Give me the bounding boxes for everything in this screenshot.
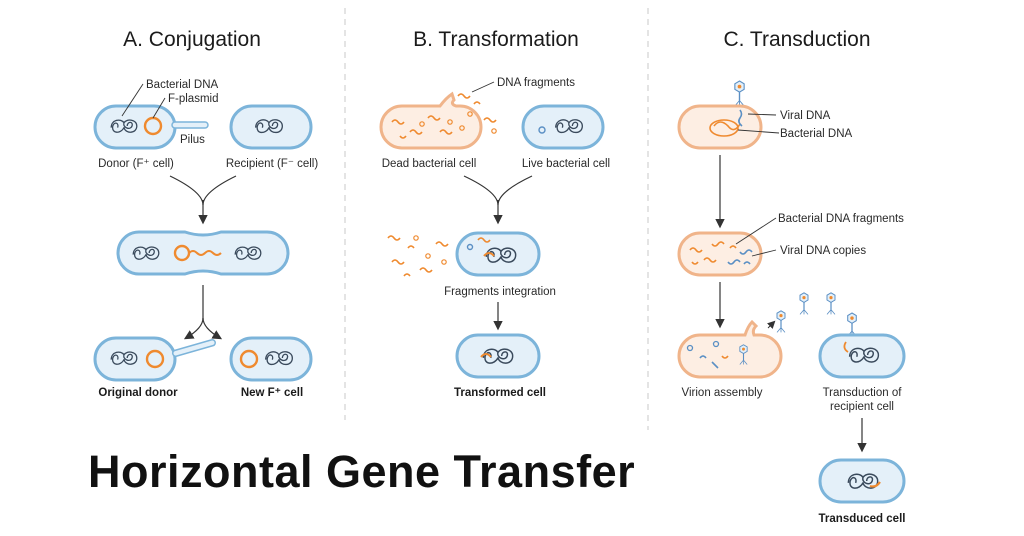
- label-original-donor: Original donor: [98, 387, 178, 399]
- label-viral-dna: Viral DNA: [780, 110, 831, 122]
- main-title: Horizontal Gene Transfer: [88, 446, 636, 497]
- label-live-cell: Live bacterial cell: [522, 158, 610, 170]
- label-f-plasmid: F-plasmid: [168, 93, 218, 105]
- transduction-recipient-cell: [818, 312, 906, 379]
- label-viral-dna-copies: Viral DNA copies: [780, 245, 866, 257]
- transformation-panel: B. Transformation DNA fragments: [379, 28, 610, 399]
- label-pilus: Pilus: [180, 134, 205, 146]
- recipient-cell: [229, 104, 313, 150]
- replicating-cell: [677, 231, 763, 277]
- dna-fragments: [457, 81, 497, 134]
- integration-scene: [387, 231, 541, 277]
- new-f-plus-cell: [229, 336, 313, 382]
- transformed-cell: [455, 333, 541, 379]
- donor-cell: [93, 104, 209, 150]
- label-bacterial-dna: Bacterial DNA: [146, 79, 219, 91]
- bacteriophage-icon: [734, 80, 745, 107]
- transduced-cell: [818, 458, 906, 504]
- conjugation-panel: A. Conjugation Bacterial DNA F-plasmid P…: [93, 28, 319, 399]
- label-dna-fragments: DNA fragments: [497, 77, 575, 89]
- pilus-icon: [171, 121, 209, 129]
- label-transformed: Transformed cell: [454, 387, 546, 399]
- label-dead-cell: Dead bacterial cell: [382, 158, 477, 170]
- conjugation-title: A. Conjugation: [123, 28, 261, 51]
- mating-pair: [116, 230, 290, 276]
- original-donor-cell: [93, 336, 217, 382]
- released-phages: [766, 292, 836, 334]
- transformation-title: B. Transformation: [413, 28, 579, 51]
- virion-assembly-cell: [677, 319, 783, 379]
- label-recipient: Recipient (F⁻ cell): [226, 158, 319, 170]
- label-transduced: Transduced cell: [819, 513, 906, 525]
- transduction-panel: C. Transduction Viral DNA Bacterial DNA: [677, 28, 906, 525]
- transduction-title: C. Transduction: [723, 28, 870, 51]
- dead-bacterial-cell: [379, 91, 483, 150]
- label-bacterial-dna-fragments: Bacterial DNA fragments: [778, 213, 904, 225]
- label-virion-assembly: Virion assembly: [682, 387, 763, 399]
- label-integration: Fragments integration: [444, 286, 556, 298]
- label-bacterial-dna-c: Bacterial DNA: [780, 128, 853, 140]
- label-recipient-cell: recipient cell: [830, 401, 894, 413]
- label-transduction-of: Transduction of: [823, 387, 903, 399]
- label-donor: Donor (F⁺ cell): [98, 158, 174, 170]
- live-bacterial-cell: [521, 104, 605, 150]
- infected-cell: [677, 80, 763, 150]
- label-new-cell: New F⁺ cell: [241, 387, 303, 399]
